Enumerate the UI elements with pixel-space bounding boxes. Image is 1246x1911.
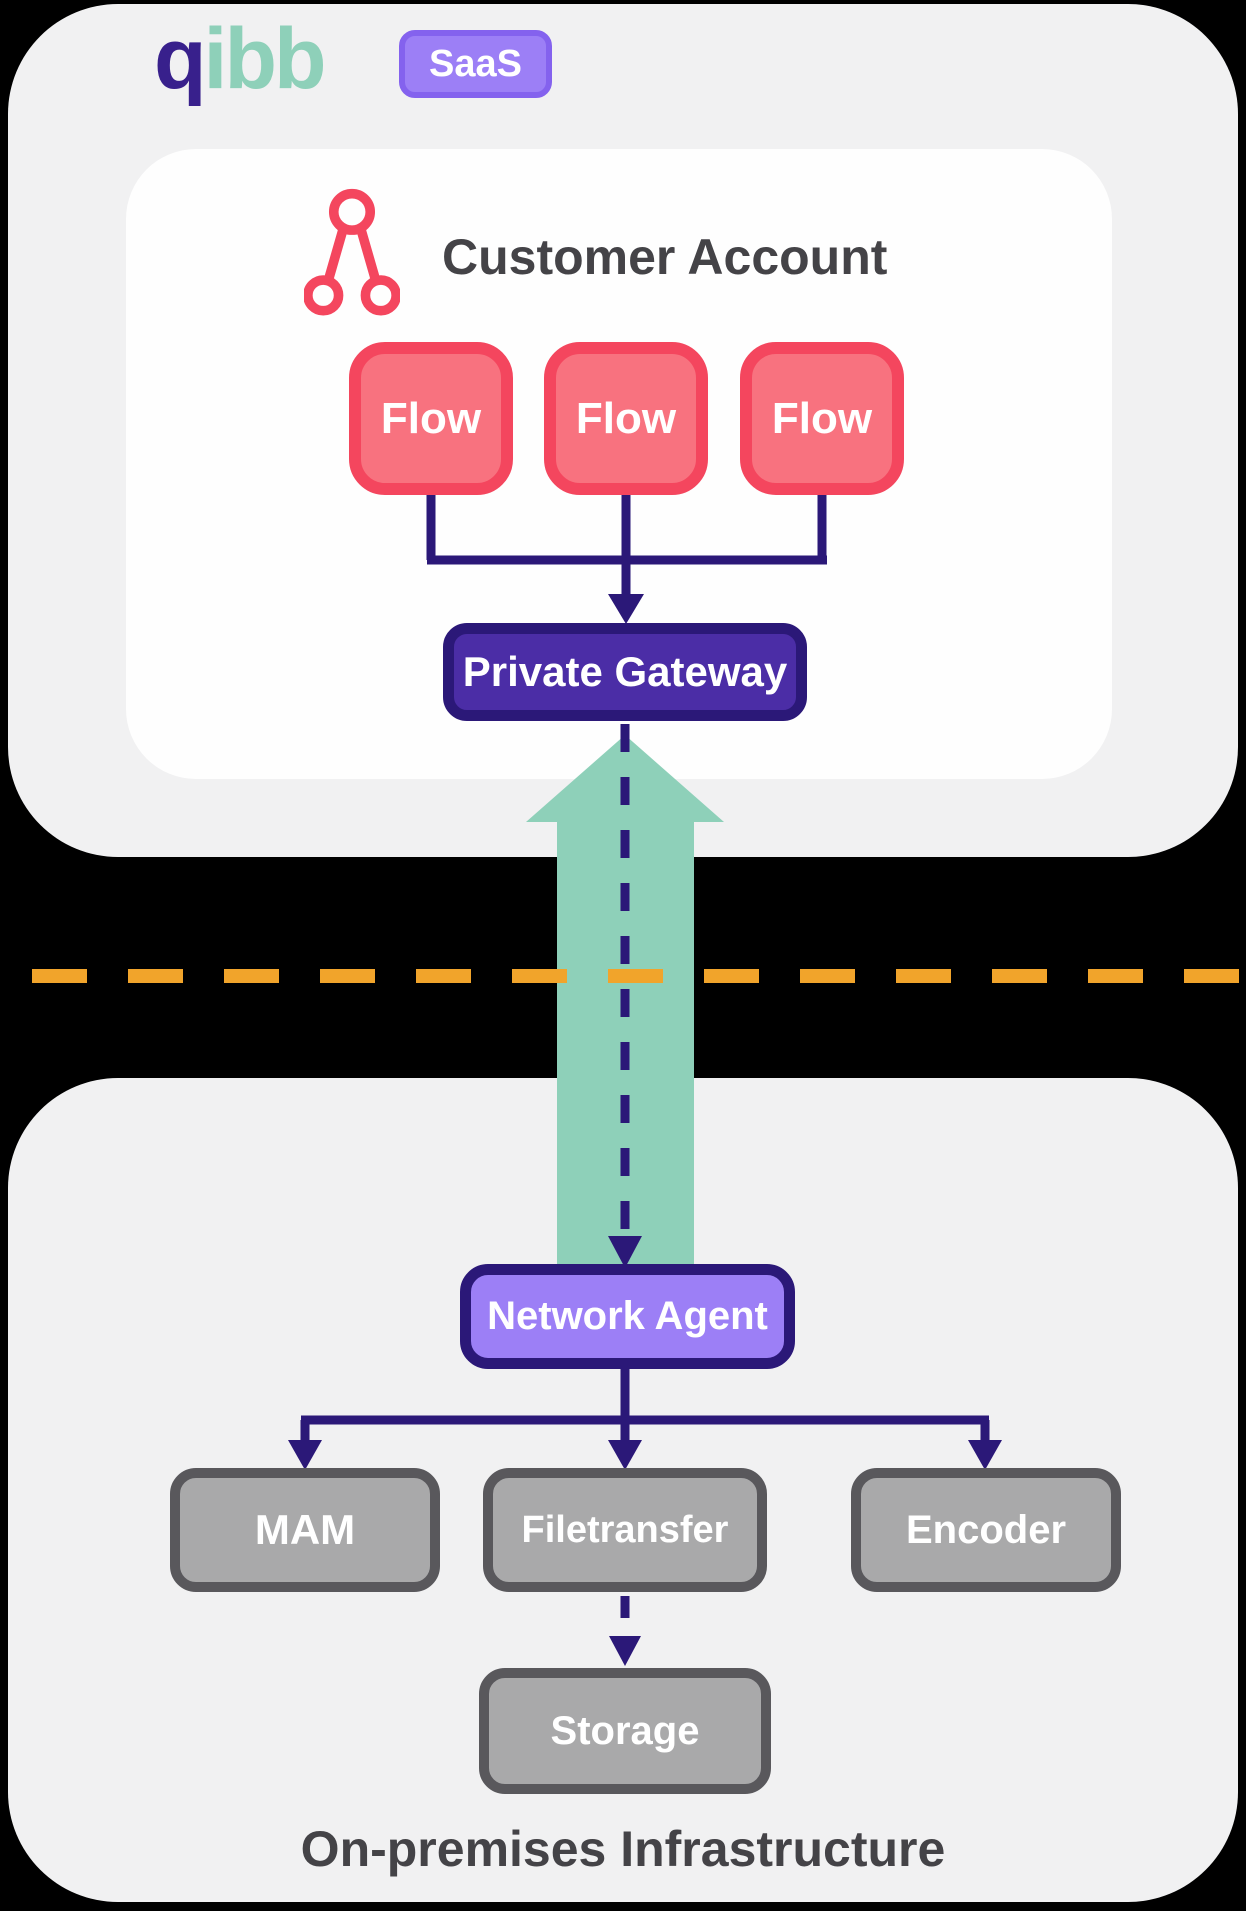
qibb-logo-q: q — [154, 11, 207, 107]
saas-badge-label: SaaS — [429, 42, 522, 85]
agent-arrowhead — [608, 1236, 642, 1268]
gateway-arrowhead — [608, 594, 644, 624]
qibb-logo: qibb — [154, 10, 327, 109]
flows-to-gateway-connector — [426, 495, 827, 598]
onprem-title: On-premises Infrastructure — [300, 1821, 946, 1877]
system-arrowheads — [288, 1440, 1002, 1470]
storage-arrowhead — [609, 1636, 641, 1666]
qibb-logo-ibb: ibb — [203, 11, 327, 107]
saas-badge: SaaS — [399, 30, 552, 98]
agent-to-systems-connector — [300, 1369, 990, 1444]
customer-account-header: Customer Account — [304, 186, 887, 328]
customer-account-title: Customer Account — [442, 229, 888, 285]
network-nodes-icon — [304, 188, 400, 316]
